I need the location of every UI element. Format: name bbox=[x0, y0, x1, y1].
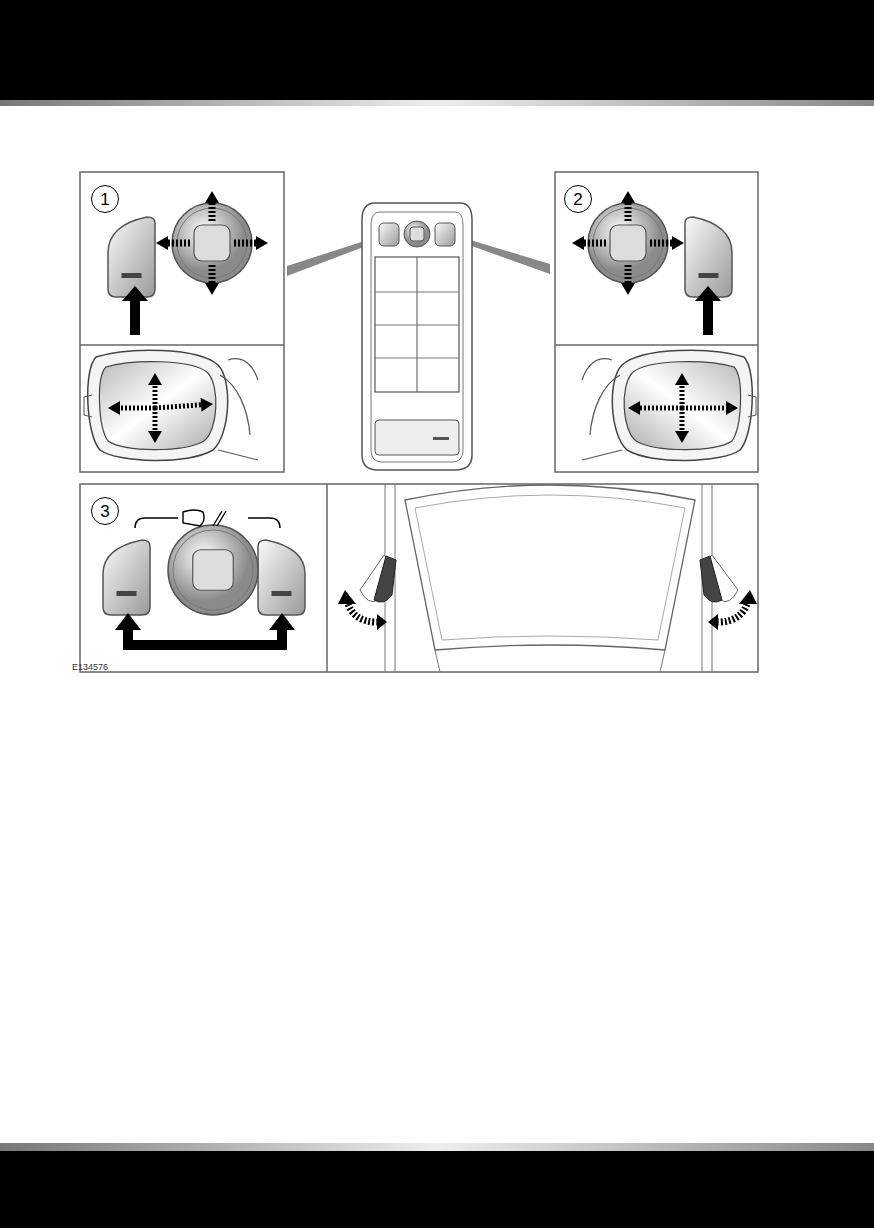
door-switch-pack bbox=[362, 203, 472, 470]
direction-arrow bbox=[682, 401, 738, 415]
direction-arrow bbox=[148, 373, 162, 408]
footer-bar bbox=[0, 1151, 874, 1228]
direction-arrow bbox=[205, 265, 219, 295]
panel-divider bbox=[326, 484, 328, 672]
callout-circle: 2 bbox=[564, 185, 592, 213]
panel-frame bbox=[80, 172, 284, 472]
direction-arrow bbox=[675, 373, 689, 408]
direction-arrow bbox=[156, 236, 190, 250]
fold-bracket bbox=[135, 510, 280, 528]
direction-arrow bbox=[628, 401, 682, 415]
press-arrow bbox=[122, 286, 148, 335]
door-mirror bbox=[582, 350, 756, 460]
fold-arrow bbox=[338, 590, 757, 630]
header-bar bbox=[0, 0, 874, 100]
callout-number: 1 bbox=[100, 191, 109, 208]
mirror-select-button bbox=[103, 540, 150, 615]
direction-arrow bbox=[148, 408, 162, 443]
press-both-arrow bbox=[115, 613, 295, 650]
callout-circle: 1 bbox=[91, 185, 119, 213]
panel-divider bbox=[80, 344, 284, 346]
mirror-joystick bbox=[168, 525, 258, 615]
direction-arrow bbox=[621, 191, 635, 221]
header-stripe bbox=[0, 100, 874, 106]
mirror-select-button bbox=[108, 217, 155, 297]
direction-arrow bbox=[621, 265, 635, 295]
panel-frame bbox=[80, 484, 758, 672]
press-arrow bbox=[695, 286, 721, 335]
car-top-view bbox=[360, 484, 738, 672]
figure-code: E134576 bbox=[72, 662, 108, 672]
callout-number: 3 bbox=[100, 503, 109, 520]
panel-frame bbox=[555, 172, 758, 472]
direction-arrow bbox=[205, 191, 219, 221]
mirror-select-button bbox=[258, 540, 305, 615]
mirror-select-button bbox=[685, 217, 732, 297]
callout-number: 2 bbox=[573, 191, 582, 208]
direction-arrow bbox=[234, 236, 268, 250]
direction-arrow bbox=[572, 236, 606, 250]
footer-stripe bbox=[0, 1143, 874, 1151]
door-mirror bbox=[84, 350, 258, 460]
panel-divider bbox=[555, 344, 758, 346]
direction-arrow bbox=[650, 236, 684, 250]
direction-arrow bbox=[108, 401, 155, 415]
direction-arrow bbox=[675, 408, 689, 443]
direction-arrow bbox=[155, 398, 213, 412]
callout-circle: 3 bbox=[91, 497, 119, 525]
